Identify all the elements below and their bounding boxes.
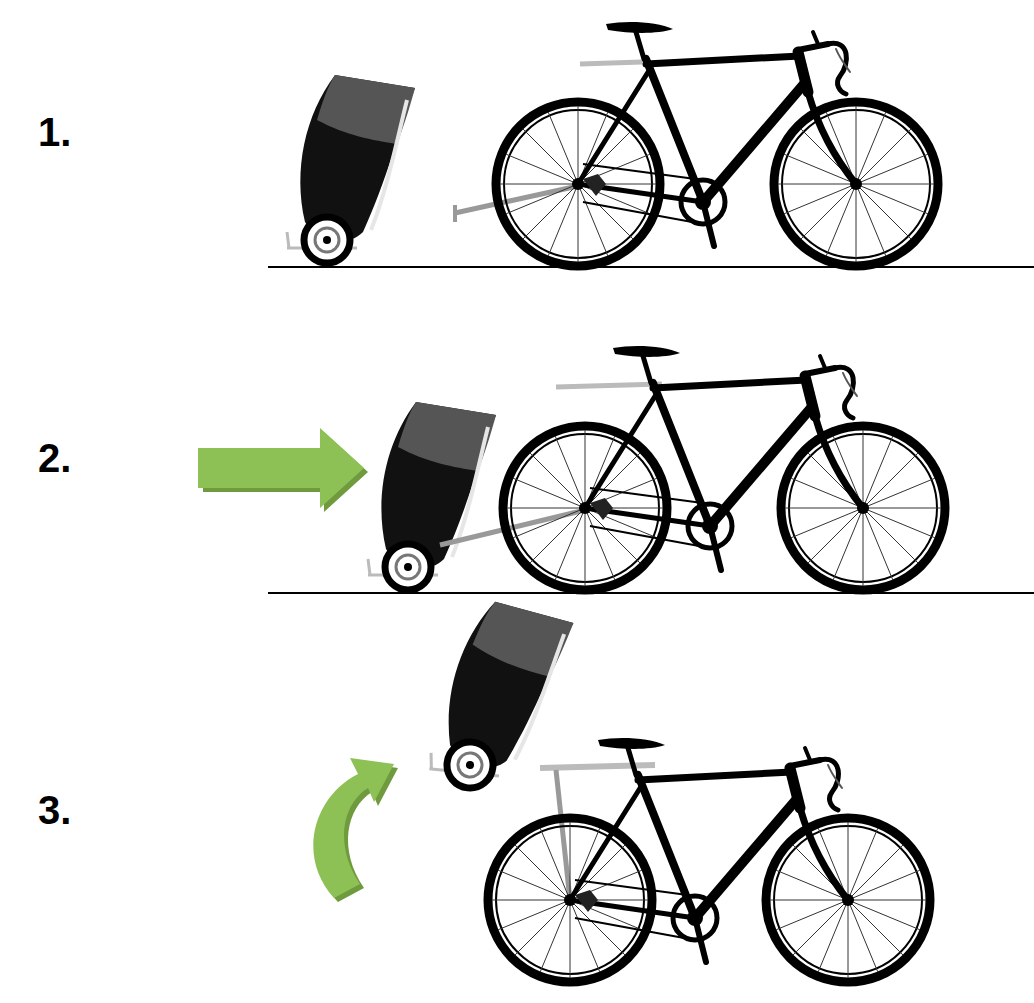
trailer-rail [580,62,642,64]
road-bike [488,738,930,982]
step-number: 2. [38,438,71,478]
step-number: 3. [38,790,71,830]
hitch-arm [453,205,457,222]
ground-line [268,266,1034,268]
bike-trailer [368,402,496,590]
trailer-rail [540,765,655,768]
ground-line [268,592,1034,594]
road-bike [503,346,945,590]
push-arrow [198,428,368,512]
trailer-rail [556,384,662,387]
road-bike [496,22,938,266]
lift-arrow [313,758,398,902]
bike-trailer [287,75,415,263]
hitch-arm [556,770,570,900]
step-number: 1. [38,112,71,152]
